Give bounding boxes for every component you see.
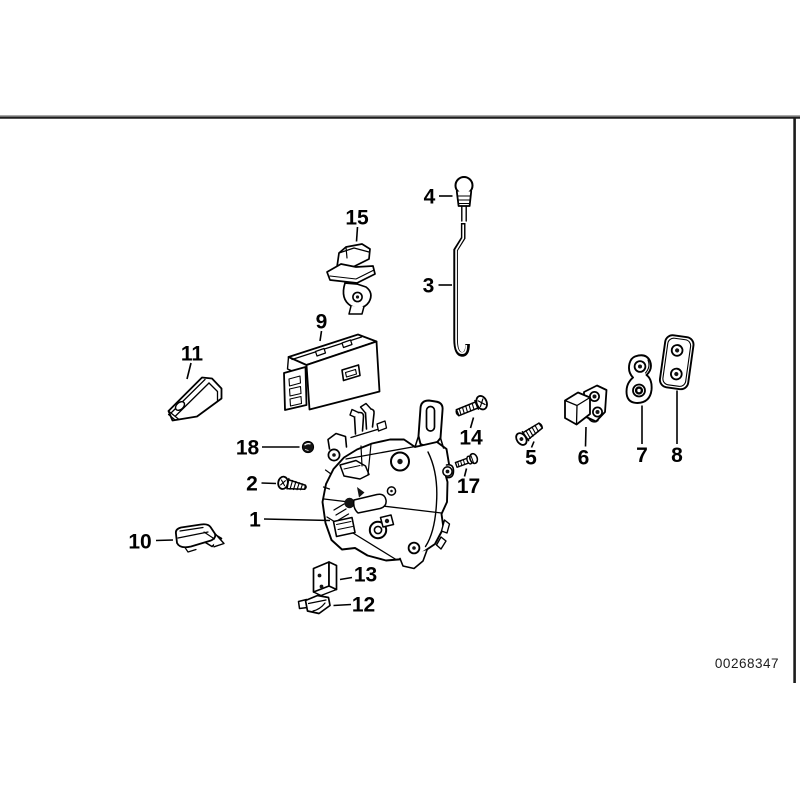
callout-label-13[interactable]: 13 (354, 564, 377, 587)
callout-leader-14 (469, 417, 475, 429)
callout-leader-10 (155, 539, 174, 542)
callout-label-7[interactable]: 7 (636, 444, 648, 467)
callout-leader-15 (355, 226, 359, 242)
part-18-grommet-drawing (301, 440, 315, 454)
callout-label-11[interactable]: 11 (181, 343, 204, 366)
part-15-clip-drawing (326, 243, 376, 315)
part-13-switch-drawing (312, 561, 338, 597)
callout-label-8[interactable]: 8 (671, 444, 683, 467)
callout-label-9[interactable]: 9 (316, 311, 328, 334)
callout-leader-17 (463, 468, 468, 477)
callout-label-4[interactable]: 4 (424, 186, 436, 209)
callout-label-2[interactable]: 2 (246, 473, 258, 496)
callout-labels: 4 3 15 9 11 18 2 1 10 13 12 14 17 5 6 7 … (128, 186, 683, 617)
callout-label-14[interactable]: 14 (459, 427, 483, 450)
part-17-bolt-drawing (454, 452, 479, 468)
callout-leader-2 (261, 482, 277, 485)
callout-label-15[interactable]: 15 (345, 207, 369, 230)
callout-label-5[interactable]: 5 (525, 447, 537, 470)
callout-leader-12 (333, 603, 352, 607)
part-11-wedge-drawing (167, 376, 223, 422)
callout-label-10[interactable]: 10 (128, 531, 151, 554)
callout-label-18[interactable]: 18 (236, 437, 260, 460)
part-3-rod-drawing (453, 223, 470, 357)
part-12-clip-drawing (297, 594, 331, 615)
document-number: 00268347 (715, 656, 779, 671)
callout-label-3[interactable]: 3 (423, 275, 435, 298)
callout-leader-5 (530, 441, 535, 448)
part-4-knob-drawing (454, 176, 474, 222)
part-1-lock-body-drawing (321, 399, 455, 570)
callout-leader-13 (339, 576, 353, 581)
part-2-screw-drawing (277, 475, 307, 491)
callout-leader-1 (263, 518, 331, 522)
part-14-screw-drawing (455, 395, 488, 417)
callout-leader-11 (186, 362, 192, 380)
part-6-striker-drawing (564, 384, 608, 426)
part-8-plate-drawing (658, 334, 695, 391)
callout-leader-lines (155, 195, 678, 607)
part-9-actuator-drawing (283, 333, 381, 411)
callout-label-17[interactable]: 17 (457, 475, 480, 498)
part-10-clip-drawing (174, 523, 225, 553)
callout-leader-9 (319, 330, 323, 342)
callout-leader-6 (584, 426, 587, 447)
callout-label-1[interactable]: 1 (249, 509, 261, 532)
callout-label-12[interactable]: 12 (352, 594, 375, 617)
part-7-spacer-drawing (625, 354, 653, 404)
part-5-screw-drawing (515, 422, 544, 446)
callout-label-6[interactable]: 6 (578, 447, 590, 470)
